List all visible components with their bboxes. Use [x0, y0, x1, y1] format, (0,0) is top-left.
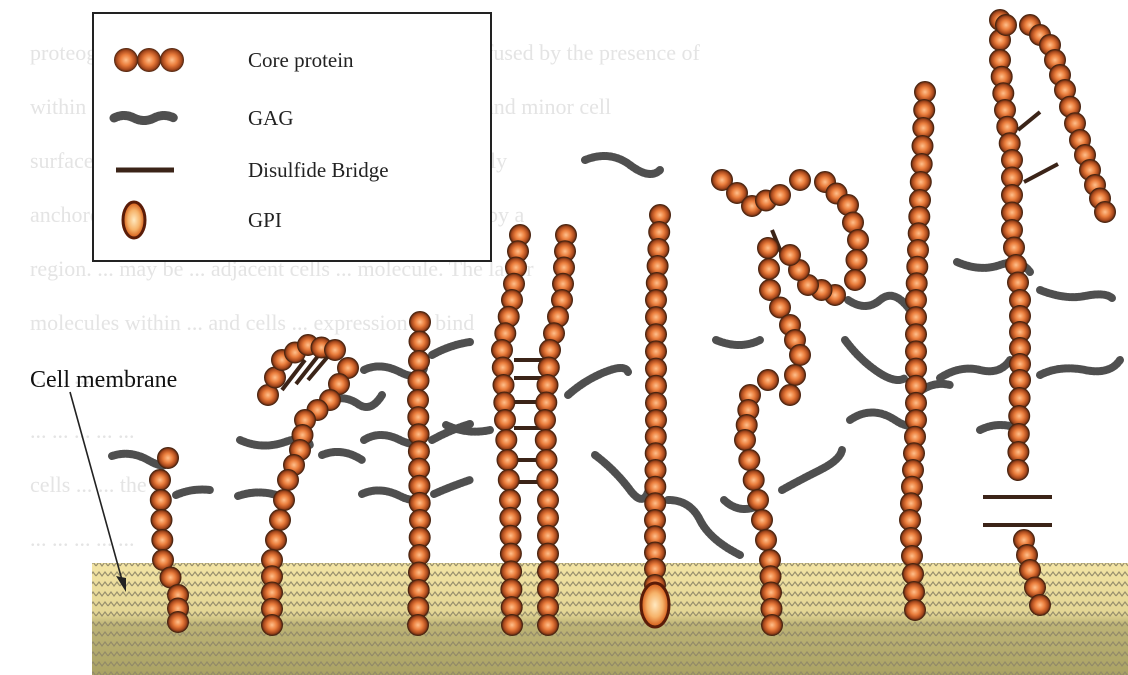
ellipse-anchor-icon	[104, 196, 194, 244]
gag-chain	[848, 296, 910, 310]
core-protein-bead	[536, 450, 557, 471]
core-protein-bead	[535, 410, 556, 431]
core-protein-bead	[759, 259, 780, 280]
legend-item-gag: GAG	[94, 94, 490, 142]
core-protein-bead	[409, 351, 430, 372]
core-protein-bead	[845, 270, 866, 291]
core-protein-bead	[262, 615, 283, 636]
gag-chain	[940, 360, 1010, 378]
core-protein-bead	[758, 238, 779, 259]
core-protein-bead	[410, 312, 431, 333]
core-protein-bead	[1095, 202, 1116, 223]
legend-label: GPI	[248, 208, 282, 233]
core-protein-bead	[495, 410, 516, 431]
core-protein-bead	[168, 612, 189, 633]
core-protein-chain	[990, 10, 1031, 481]
core-protein-bead	[538, 615, 559, 636]
core-protein-bead	[408, 615, 429, 636]
bead-chain-icon	[104, 36, 194, 84]
core-protein-bead	[790, 170, 811, 191]
gag-chain	[432, 342, 470, 355]
core-protein-bead	[743, 470, 764, 491]
core-protein-bead	[848, 230, 869, 251]
core-protein-bead	[409, 331, 430, 352]
core-protein-bead	[770, 185, 791, 206]
cell-membrane	[92, 563, 1128, 675]
gag-chain	[782, 450, 842, 490]
core-protein-bead	[846, 250, 867, 271]
gag-chain	[595, 455, 650, 499]
core-protein-bead	[748, 490, 769, 511]
core-protein-bead	[274, 490, 295, 511]
core-protein-bead	[496, 430, 517, 451]
core-protein-bead	[150, 490, 171, 511]
gag-chain	[845, 340, 905, 380]
core-protein-bead	[150, 470, 171, 491]
core-protein-bead	[498, 470, 519, 491]
core-protein-bead	[325, 340, 346, 361]
core-protein-bead	[537, 470, 558, 491]
gpi-anchor	[641, 583, 669, 627]
core-protein-bead	[996, 15, 1017, 36]
core-protein-bead	[158, 448, 179, 469]
legend-label: Core protein	[248, 48, 354, 73]
gag-chain	[1040, 290, 1112, 298]
core-protein-bead	[1030, 595, 1051, 616]
core-protein-chain	[645, 205, 671, 596]
core-protein-bead	[1008, 460, 1029, 481]
core-protein-bead	[905, 600, 926, 621]
legend-label: Disulfide Bridge	[248, 158, 389, 183]
core-protein-bead	[785, 365, 806, 386]
core-protein-chain	[408, 312, 431, 636]
core-protein-bead	[762, 615, 783, 636]
core-protein-bead	[535, 430, 556, 451]
gpi-anchor-ellipse	[641, 583, 669, 627]
wavy-chain-icon	[104, 94, 194, 142]
core-protein-bead	[408, 370, 429, 391]
disulfide-bridge	[1024, 164, 1058, 182]
gag-chain	[568, 368, 628, 395]
core-protein-bead	[735, 430, 756, 451]
disulfide-bridge	[1018, 112, 1040, 130]
core-protein-bead	[502, 615, 523, 636]
membrane-pointer-arrow	[70, 392, 126, 592]
membrane-texture	[92, 563, 1128, 675]
gag-chain	[322, 452, 362, 460]
gag-chain	[176, 490, 210, 495]
gag-chain	[434, 480, 470, 494]
legend-label: GAG	[248, 106, 294, 131]
core-protein-bead	[756, 530, 777, 551]
gag-chain	[585, 156, 660, 174]
legend-item-disulfide-bridge: Disulfide Bridge	[94, 146, 490, 194]
legend-item-gpi: GPI	[94, 196, 490, 244]
core-protein-bead	[497, 450, 518, 471]
core-protein-bead	[278, 470, 299, 491]
core-protein-bead	[780, 245, 801, 266]
core-protein-bead	[152, 530, 173, 551]
bar-icon	[104, 146, 194, 194]
legend-box: Core protein GAG Disulfide Bridge GPI	[92, 12, 492, 262]
core-protein-bead	[790, 345, 811, 366]
core-protein-bead	[266, 530, 287, 551]
core-protein-bead	[780, 385, 801, 406]
core-protein-bead	[752, 510, 773, 531]
legend-item-core-protein: Core protein	[94, 36, 490, 84]
core-protein-bead	[151, 510, 172, 531]
core-protein-bead	[270, 510, 291, 531]
core-protein-bead	[739, 450, 760, 471]
gag-chain	[1040, 360, 1120, 375]
gag-chain	[716, 340, 760, 345]
core-protein-bead	[758, 370, 779, 391]
core-protein-chain	[900, 82, 936, 621]
cell-membrane-label: Cell membrane	[30, 367, 177, 394]
